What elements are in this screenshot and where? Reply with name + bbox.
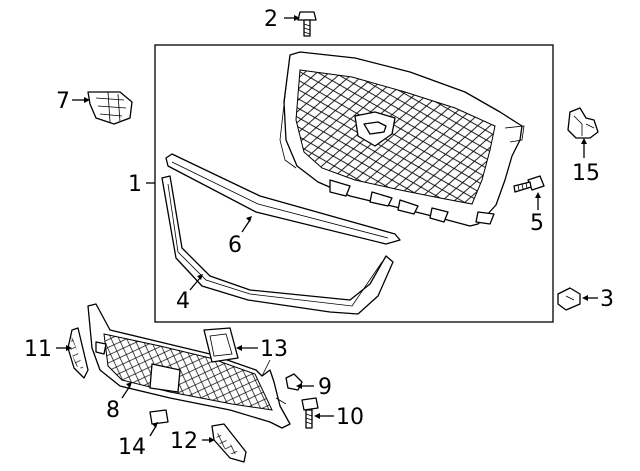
callout-6: 6 (228, 233, 242, 258)
callout-8: 8 (106, 398, 120, 423)
upper-molding (165, 153, 401, 245)
callout-5: 5 (530, 211, 544, 236)
nut-clip-part-3 (557, 287, 581, 311)
bolt-part-10 (301, 397, 319, 429)
side-trim-part-11 (67, 327, 89, 379)
bolt-part-2 (297, 11, 317, 37)
callout-3: 3 (600, 287, 614, 312)
callout-13: 13 (260, 337, 288, 362)
callout-1: 1 (128, 172, 142, 197)
bracket-part-7 (87, 91, 133, 125)
main-grille (279, 51, 525, 227)
callout-15: 15 (572, 161, 600, 186)
callout-14: 14 (118, 435, 146, 460)
emblem-bezel-part-13 (203, 327, 239, 363)
screw-part-5 (513, 175, 545, 193)
callout-4: 4 (176, 289, 190, 314)
callout-9: 9 (318, 375, 332, 400)
lower-grille (87, 303, 291, 429)
callout-11: 11 (24, 337, 52, 362)
leader-lines (56, 15, 598, 443)
surround-molding (161, 175, 394, 315)
callout-10: 10 (336, 405, 364, 430)
corner-trim-part-12 (211, 423, 247, 463)
callout-2: 2 (264, 7, 278, 32)
retainer-part-14 (149, 409, 169, 425)
callout-12: 12 (170, 429, 198, 454)
clip-part-15 (567, 107, 599, 139)
callout-7: 7 (56, 89, 70, 114)
